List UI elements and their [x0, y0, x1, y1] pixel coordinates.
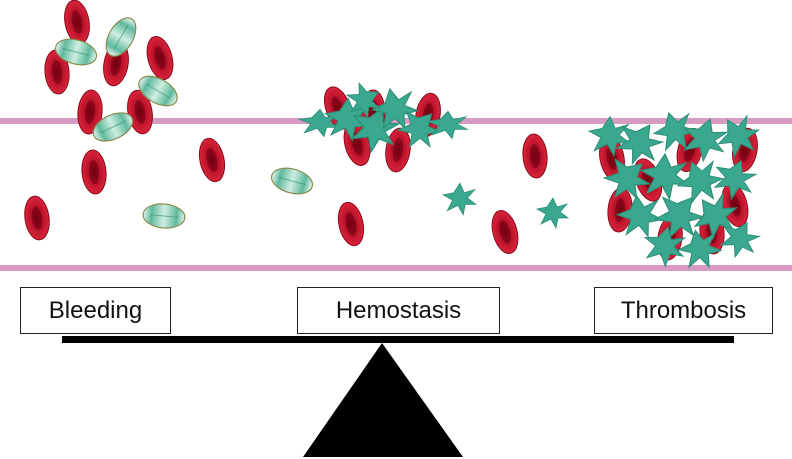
red-blood-cell: [382, 126, 414, 174]
red-blood-cell: [487, 207, 523, 257]
red-blood-cell: [142, 33, 178, 83]
red-blood-cell: [334, 199, 368, 249]
red-blood-cell: [520, 132, 550, 180]
activated-platelet: [536, 197, 569, 229]
thrombosis-label-text: Thrombosis: [620, 296, 747, 324]
resting-platelet: [268, 163, 316, 199]
activated-platelet: [442, 182, 477, 216]
balance-beam: [62, 336, 734, 343]
hemostasis-label-text: Hemostasis: [335, 296, 462, 324]
thrombosis-region: [588, 105, 767, 274]
red-blood-cell: [21, 194, 53, 242]
thrombosis-label: Thrombosis: [594, 287, 773, 334]
resting-platelet: [141, 201, 187, 231]
hemostasis-label: Hemostasis: [297, 287, 500, 334]
red-blood-cell: [79, 148, 109, 196]
balance-fulcrum: [303, 343, 463, 457]
red-blood-cell: [195, 135, 229, 185]
hemostasis-region: [298, 76, 569, 257]
bleeding-label: Bleeding: [20, 287, 171, 334]
bleeding-label-text: Bleeding: [48, 296, 143, 324]
